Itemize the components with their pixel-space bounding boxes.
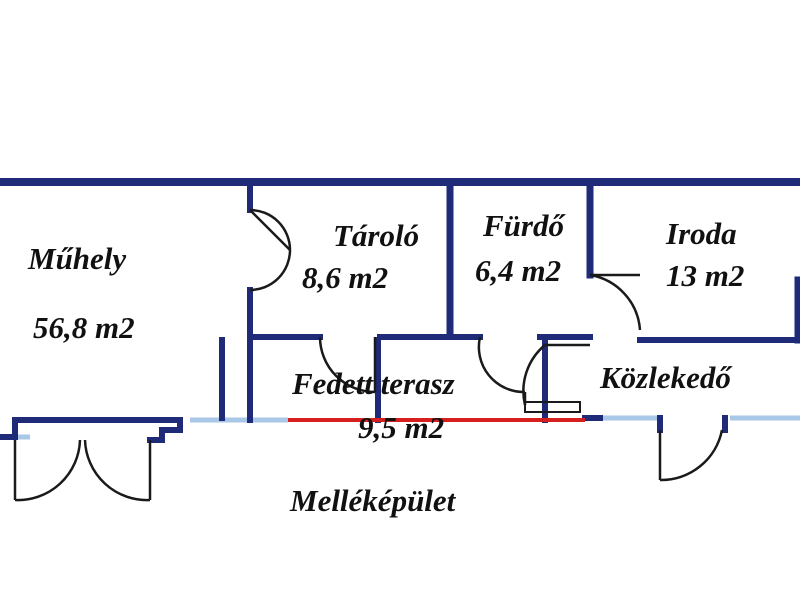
room-terasz-name: Fedett terasz	[292, 366, 455, 401]
room-tarolo-name: Tároló	[333, 218, 420, 253]
room-tarolo-area: 8,6 m2	[302, 260, 389, 295]
threshold	[524, 401, 581, 413]
door-office	[589, 273, 642, 331]
room-kozlekedo-name: Közlekedő	[600, 360, 731, 395]
room-furdo-name: Fürdő	[483, 208, 564, 243]
room-muhely-name: Műhely	[28, 241, 127, 276]
walls	[0, 178, 800, 443]
doors	[13, 208, 724, 502]
door-workshop-storage-leaf	[249, 209, 291, 251]
door-workshop-storage	[249, 208, 292, 292]
room-furdo-area: 6,4 m2	[475, 253, 562, 288]
room-muhely-area: 56,8 m2	[33, 310, 135, 345]
door-workshop-double-left-arc	[14, 439, 82, 502]
threshold-rect	[524, 401, 581, 413]
wall-workshop-bottom	[0, 417, 183, 443]
door-corridor-bottom-arc	[659, 429, 724, 482]
door-corridor-terrace	[522, 344, 546, 406]
room-iroda-name: Iroda	[666, 216, 737, 251]
room-iroda-area: 13 m2	[666, 258, 745, 293]
building-name: Melléképület	[290, 483, 456, 518]
door-workshop-double-right-arc	[83, 439, 151, 502]
door-storage-terrace	[318, 336, 376, 394]
door-bathroom	[477, 336, 526, 394]
room-terasz-area: 9,5 m2	[358, 410, 445, 445]
